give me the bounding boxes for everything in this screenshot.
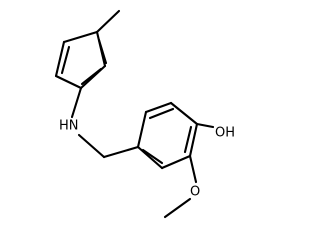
- bond: [188, 122, 199, 158]
- bond: [54, 40, 66, 78]
- bond: [160, 154, 192, 170]
- bond: [136, 110, 148, 149]
- double-bond: [97, 38, 108, 65]
- bond: [54, 74, 83, 90]
- methyl-bond: [95, 9, 121, 34]
- bond-nitrogen-to-ch2: [77, 133, 106, 159]
- double-bond: [60, 45, 71, 75]
- bond-ring-to-hydroxyl: [195, 122, 215, 129]
- double-bond: [141, 148, 164, 165]
- bond-ring-to-nitrogen: [70, 86, 83, 119]
- bond-ch2-to-ring: [102, 145, 140, 159]
- toluidine-ring: [54, 30, 108, 90]
- guaiacol-ring: [136, 101, 199, 170]
- ether-oxygen-label: O: [190, 185, 200, 200]
- double-bond: [183, 125, 193, 154]
- bond: [169, 101, 199, 126]
- double-bond: [148, 107, 175, 120]
- hydroxyl-oh-label: OH: [215, 126, 235, 141]
- bond-ring-to-ether-oxygen: [188, 154, 198, 184]
- methoxy-methyl-bond: [163, 197, 192, 219]
- double-bond: [80, 67, 103, 86]
- bond: [144, 101, 173, 114]
- chemical-structure-diagram: HN OH O: [54, 9, 235, 219]
- bond: [136, 145, 164, 170]
- bond: [62, 30, 99, 44]
- amine-nh-label: HN: [59, 119, 79, 134]
